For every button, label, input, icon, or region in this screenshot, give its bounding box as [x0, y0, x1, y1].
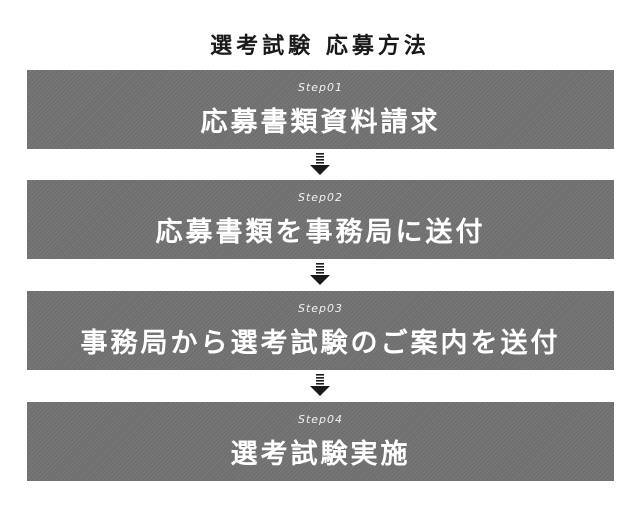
- step-box-3: Step03 事務局から選考試験のご案内を送付: [27, 291, 614, 370]
- step-number: Step02: [297, 191, 344, 204]
- step-title: 応募書類資料請求: [200, 107, 441, 138]
- step-box-1: Step01 応募書類資料請求: [27, 70, 614, 149]
- step-box-2: Step02 応募書類を事務局に送付: [27, 180, 614, 259]
- step-title: 事務局から選考試験のご案内を送付: [80, 328, 561, 359]
- step-title: 選考試験実施: [230, 439, 411, 470]
- down-arrow-icon: [309, 153, 331, 175]
- step-title: 応募書類を事務局に送付: [155, 217, 486, 248]
- down-arrow-icon: [309, 263, 331, 285]
- step-number: Step04: [297, 413, 344, 426]
- page-title: 選考試験 応募方法: [210, 34, 430, 59]
- step-box-4: Step04 選考試験実施: [27, 402, 614, 481]
- down-arrow-icon: [309, 374, 331, 396]
- step-number: Step01: [297, 81, 344, 94]
- step-number: Step03: [297, 302, 344, 315]
